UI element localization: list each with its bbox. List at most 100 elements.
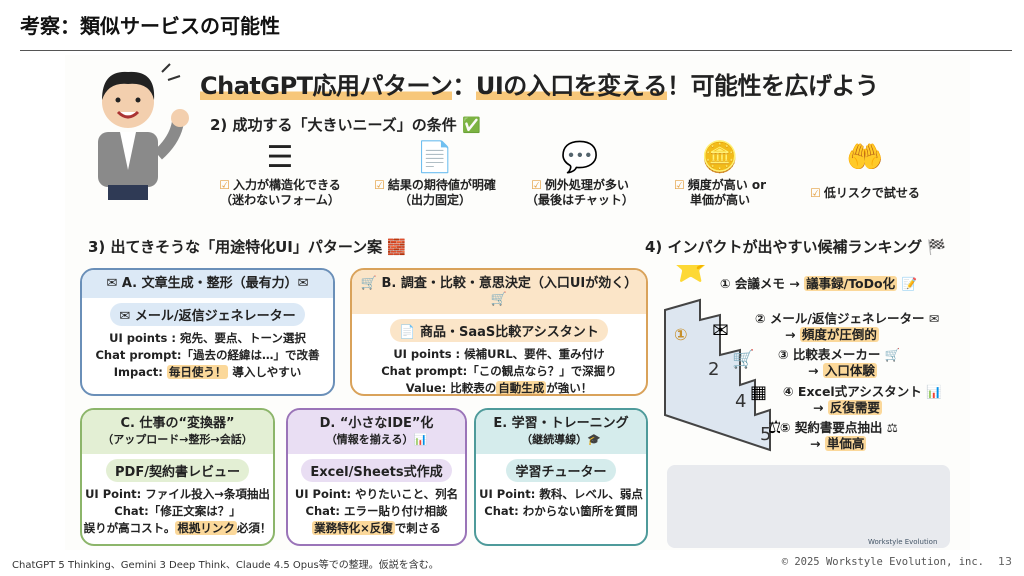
impact-suffix: 必須！ [236, 521, 272, 535]
condition-subtext: （迷わないフォーム） [220, 193, 340, 207]
condition-line1: ☑頻度が高い or [645, 178, 795, 193]
card-header: D. “小さなIDE”化（情報を揃える）📊 [288, 410, 465, 454]
condition-item: 💬 ☑例外処理が多い（最後はチャット） [505, 138, 655, 208]
card-ui-points: UI Point: やりたいこと、列名 [294, 487, 459, 501]
ranking-item: ② メール/返信ジェネレーター ✉→ 頻度が圧倒的 [755, 311, 939, 343]
step-label-2: 2 [708, 359, 719, 380]
card-example-pill: Excel/Sheets式作成 [301, 459, 452, 482]
rank-highlight: 入口体験 [822, 363, 877, 378]
hand-check-icon: 🤲 [846, 140, 884, 175]
form-icon: ☰ [266, 140, 294, 175]
condition-line1: ☑低リスクで試せる [790, 186, 940, 201]
envelope-icon: ✉ [712, 318, 729, 342]
ranking-item: ① 会議メモ → 議事録/ToDo化 📝 [720, 276, 917, 292]
step-label-1: ① [674, 325, 688, 344]
condition-item: 📄 ☑結果の期待値が明確（出力固定） [360, 138, 510, 208]
card-ui-points: UI Point: ファイル投入→条項抽出 [85, 487, 270, 501]
condition-subtext: （出力固定） [398, 193, 471, 207]
card-impact: Impact: 毎日使う！ 導入しやすい [82, 364, 333, 381]
card-title: E. 学習・トレーニング [493, 416, 629, 431]
cart-icon: 🛒 [732, 348, 754, 370]
pattern-card: D. “小さなIDE”化（情報を揃える）📊 Excel/Sheets式作成 UI P… [286, 408, 467, 546]
card-header: C. 仕事の“変換器” （アップロード→整形→会話） [82, 410, 273, 454]
card-chat-prompt: Chat: エラー貼り付け相談 [305, 504, 448, 518]
ranking-heading: 4) インパクトが出やすい候補ランキング 🏁 [645, 238, 946, 256]
rank-label: ② メール/返信ジェネレーター ✉ [755, 311, 940, 326]
card-chat-prompt: Chat:「修正文案は？」 [114, 504, 241, 518]
rank-arrow: → [785, 327, 800, 342]
placeholder-box [667, 465, 950, 548]
rank-reason: → 頻度が圧倒的 [755, 327, 939, 343]
impact-prefix: Value: 比較表の [405, 381, 497, 395]
impact-highlight: 根拠リンク [175, 521, 237, 535]
condition-text: 低リスクで試せる [823, 186, 920, 200]
card-example-pill: 📄 商品・SaaS比較アシスタント [390, 319, 608, 342]
card-ui-points: UI points : 候補URL、要件、重み付け [393, 347, 605, 361]
rank-reason: → 単価高 [780, 436, 898, 452]
card-chat-prompt: Chat prompt:「この観点なら？」で深掘り [381, 364, 617, 378]
impact-highlight: 毎日使う！ [166, 365, 229, 379]
impact-suffix: で刺さる [394, 521, 441, 535]
card-chat-prompt: Chat: わからない箇所を質問 [484, 504, 638, 518]
checkbox-icon: ☑ [531, 178, 542, 192]
rank-emoji: 📝 [897, 276, 918, 291]
page-number: 13 [998, 555, 1012, 568]
rank-arrow: → [810, 436, 825, 451]
condition-subtext: 単価が高い [689, 193, 750, 207]
condition-line1: ☑入力が構造化できる [205, 178, 355, 193]
document-stamp-icon: 📄 [416, 140, 454, 175]
impact-suffix: 導入しやすい [228, 365, 302, 379]
condition-item: ☰ ☑入力が構造化できる（迷わないフォーム） [205, 138, 355, 208]
rank-highlight: 反復需要 [827, 400, 882, 415]
ranking-item: ⑤ 契約書要点抽出 ⚖→ 単価高 [780, 420, 898, 452]
headline-part2: UIの入口を変える [475, 72, 668, 100]
condition-text: 結果の期待値が明確 [387, 178, 496, 192]
ranking-item: ④ Excel式アシスタント 📊→ 反復需要 [783, 384, 942, 416]
condition-text: 例外処理が多い [544, 178, 629, 192]
card-subtitle: （アップロード→整形→会話） [102, 433, 253, 446]
ranking-item: ③ 比較表メーカー 🛒→ 入口体験 [778, 347, 900, 379]
spreadsheet-icon: ▦ [750, 382, 767, 403]
checkbox-icon: ☑ [219, 178, 230, 192]
step-label-5: 5 [760, 424, 771, 445]
headline-part1: ChatGPT応用パターン [200, 72, 453, 100]
condition-item: 🤲 ☑低リスクで試せる [790, 138, 940, 201]
footer-note: ChatGPT 5 Thinking、Gemini 3 Deep Think、C… [12, 560, 439, 571]
card-title: C. 仕事の“変換器” [120, 416, 235, 431]
card-subtitle: （継続導線）🎓 [521, 433, 601, 446]
checkbox-icon: ☑ [374, 178, 385, 192]
impact-prefix: 誤りが高コスト。 [83, 521, 176, 535]
card-example-pill: PDF/契約書レビュー [106, 459, 249, 482]
presenter-character-illustration [98, 63, 189, 200]
ranking-staircase-illustration: ⭐ ① 2 4 5 ✉ 🛒 ▦ ⚖ [664, 265, 780, 452]
patterns-heading: 3) 出てきそうな「用途特化UI」パターン案 🧱 [88, 238, 406, 256]
rank-highlight: 頻度が圧倒的 [799, 327, 879, 342]
rank-arrow: → [808, 363, 823, 378]
chat-bubbles-icon: 💬 [561, 140, 599, 175]
watermark-logo: Workstyle Evolution [868, 538, 938, 546]
headline: ChatGPT応用パターン：UIの入口を変える！可能性を広げよう [200, 66, 879, 101]
rank-highlight: 単価高 [824, 436, 867, 451]
condition-subtext: （最後はチャット） [526, 193, 634, 207]
impact-highlight: 業務特化×反復 [312, 521, 395, 535]
step-label-4: 4 [735, 391, 746, 412]
rank-label: ⑤ 契約書要点抽出 ⚖ [780, 420, 898, 435]
rank-label: ③ 比較表メーカー 🛒 [778, 347, 901, 362]
card-header: ✉ A. 文章生成・整形（最有力）✉ [82, 270, 333, 298]
coins-clock-icon: 🪙 [701, 140, 739, 175]
card-impact: Value: 比較表の自動生成が強い！ [352, 380, 646, 395]
card-ui-points: UI points : 宛先、要点、トーン選択 [109, 331, 306, 345]
rank-arrow: → [813, 400, 828, 415]
card-ui-points: UI Point: 教科、レベル、弱点 [479, 487, 643, 501]
card-header: 🛒 B. 調査・比較・意思決定（入口UIが効く）🛒 [352, 270, 646, 314]
conditions-heading: 2) 成功する「大きいニーズ」の条件 ✅ [210, 116, 481, 134]
rank-label: ④ Excel式アシスタント 📊 [783, 384, 942, 399]
card-chat-prompt: Chat prompt:「過去の経緯は…」で改善 [95, 348, 320, 362]
card-title: D. “小さなIDE”化 [319, 416, 434, 431]
condition-text: 頻度が高い or [687, 178, 767, 192]
pattern-card: C. 仕事の“変換器” （アップロード→整形→会話） PDF/契約書レビュー UI P… [80, 408, 275, 546]
headline-part3: ！可能性を広げよう [667, 72, 879, 100]
card-impact: 誤りが高コスト。根拠リンク必須！ [82, 520, 273, 537]
